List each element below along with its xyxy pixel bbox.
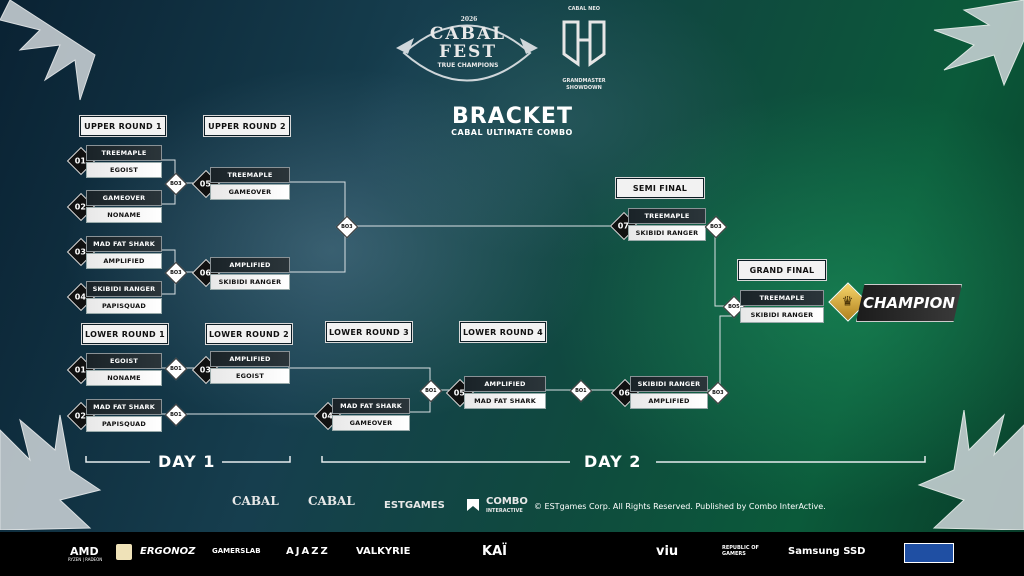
- combo-logo: COMBO: [486, 496, 528, 507]
- team-slot: TREEMAPLE: [86, 145, 162, 161]
- logo-fest: FEST: [439, 42, 497, 62]
- team-slot: PAPISQUAD: [86, 298, 162, 314]
- round-label-grand-final: GRAND FINAL: [738, 260, 826, 280]
- cabal-logo-2: CABAL: [308, 494, 355, 508]
- team-slot: AMPLIFIED: [464, 376, 546, 392]
- sponsor-viu: viu: [656, 543, 679, 559]
- corner-spike-bottom-left-icon: [0, 414, 102, 530]
- corner-spike-bottom-right-icon: [917, 410, 1024, 530]
- team-slot: TREEMAPLE: [628, 208, 706, 224]
- sponsor-samsung-ssd: Samsung SSD: [788, 545, 866, 557]
- round-label-lower-2: LOWER ROUND 2: [206, 324, 292, 344]
- team-slot: GAMEOVER: [86, 190, 162, 206]
- grandmaster-showdown-logo-icon: [562, 20, 606, 67]
- team-slot: AMPLIFIED: [630, 393, 708, 409]
- champion-banner: CHAMPION: [856, 284, 962, 322]
- partner-bottom-text: GRANDMASTER SHOWDOWN: [562, 78, 606, 91]
- estgames-logo: ESTGAMES: [384, 500, 445, 511]
- team-slot: MAD FAT SHARK: [332, 398, 410, 414]
- sponsor-ergonoz: ERGONOZ: [140, 545, 196, 557]
- corner-spike-top-left-icon: [0, 0, 96, 101]
- round-label-semi-final: SEMI FINAL: [616, 178, 704, 198]
- cabal-fest-logo-icon: [396, 24, 538, 82]
- day-2-label: DAY 2: [584, 452, 642, 471]
- team-slot: GAMEOVER: [332, 415, 410, 431]
- sponsor-ajazz: AJAZZ: [286, 545, 330, 557]
- team-slot: SKIBIDI RANGER: [630, 376, 708, 392]
- day-1-label: DAY 1: [158, 452, 216, 471]
- round-label-lower-3: LOWER ROUND 3: [326, 322, 412, 342]
- team-slot: AMPLIFIED: [86, 253, 162, 269]
- sponsor-kai: KAÏ: [482, 543, 507, 559]
- corner-spike-top-right-icon: [933, 0, 1024, 87]
- team-slot: NONAME: [86, 370, 162, 386]
- round-label-lower-4: LOWER ROUND 4: [460, 322, 546, 342]
- logo-year: 2026: [460, 16, 478, 23]
- copyright-text: © ESTgames Corp. All Rights Reserved. Pu…: [534, 502, 826, 511]
- page-title: BRACKET: [452, 104, 573, 129]
- team-slot: AMPLIFIED: [210, 257, 290, 273]
- team-slot: PAPISQUAD: [86, 416, 162, 432]
- partner-top-text: CABAL NEO: [568, 6, 600, 12]
- team-slot: SKIBIDI RANGER: [740, 307, 824, 323]
- team-slot: TREEMAPLE: [210, 167, 290, 183]
- team-slot: MAD FAT SHARK: [464, 393, 546, 409]
- sponsor-badge-icon: [116, 544, 132, 560]
- combo-logo-icon: [467, 499, 479, 511]
- team-slot: SKIBIDI RANGER: [86, 281, 162, 297]
- page-subtitle: CABAL ULTIMATE COMBO: [451, 128, 573, 137]
- team-slot: AMPLIFIED: [210, 351, 290, 367]
- team-slot: EGOIST: [86, 162, 162, 178]
- round-label-lower-1: LOWER ROUND 1: [82, 324, 168, 344]
- sponsor-footer: [0, 532, 1024, 576]
- team-slot: MAD FAT SHARK: [86, 236, 162, 252]
- team-slot: EGOIST: [210, 368, 290, 384]
- cabal-logo-1: CABAL: [232, 494, 279, 508]
- sponsor-amd: AMD: [70, 544, 99, 558]
- round-label-upper-2: UPPER ROUND 2: [204, 116, 290, 136]
- team-slot: SKIBIDI RANGER: [628, 225, 706, 241]
- team-slot: TREEMAPLE: [740, 290, 824, 306]
- team-slot: EGOIST: [86, 353, 162, 369]
- sponsor-partner-icon: [904, 543, 954, 563]
- logo-tagline: TRUE CHAMPIONS: [437, 62, 499, 69]
- team-slot: MAD FAT SHARK: [86, 399, 162, 415]
- sponsor-valkyrie: VALKYRIE: [356, 545, 411, 557]
- team-slot: SKIBIDI RANGER: [210, 274, 290, 290]
- sponsor-amd-sub: RYZEN | RADEON: [68, 557, 103, 562]
- sponsor-rog: REPUBLIC OF GAMERS: [722, 545, 759, 557]
- sponsor-gamerslab: GAMERSLAB: [212, 547, 261, 555]
- team-slot: GAMEOVER: [210, 184, 290, 200]
- combo-logo-sub: INTERACTIVE: [486, 508, 523, 514]
- round-label-upper-1: UPPER ROUND 1: [80, 116, 166, 136]
- team-slot: NONAME: [86, 207, 162, 223]
- logo-cabal: CABAL: [429, 24, 507, 44]
